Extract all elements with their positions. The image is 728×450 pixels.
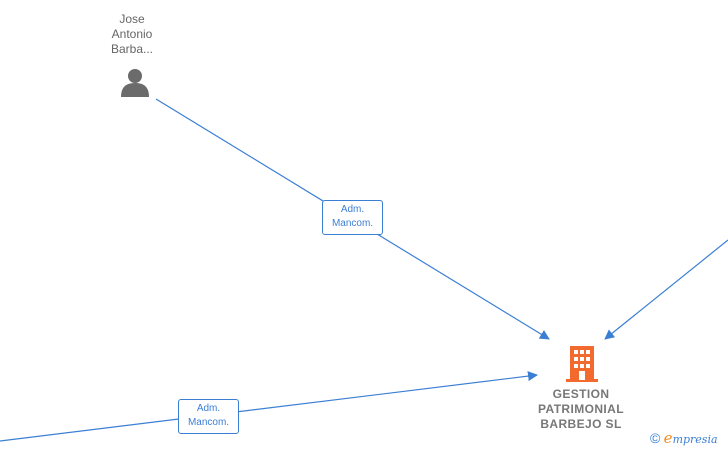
- copyright-symbol: ©: [650, 430, 661, 446]
- edge-line-right-to-company: [604, 239, 728, 340]
- person-icon[interactable]: [119, 67, 151, 97]
- person-name-line-1: Jose: [119, 12, 145, 26]
- edge-label-line-2: Mancom.: [187, 417, 230, 428]
- edge-label-line-2: Mancom.: [331, 218, 374, 229]
- edge-label-person-to-company[interactable]: Adm. Mancom.: [322, 200, 383, 235]
- edge-label-left-to-company[interactable]: Adm. Mancom.: [178, 399, 239, 434]
- company-name-line-2: PATRIMONIAL: [538, 402, 624, 416]
- empresia-logo-text: mpresia: [672, 433, 718, 446]
- company-node-label[interactable]: GESTION PATRIMONIAL BARBEJO SL: [525, 387, 637, 432]
- person-node-label[interactable]: Jose Antonio Barba...: [95, 12, 169, 57]
- edge-label-line-1: Adm.: [196, 403, 221, 414]
- building-icon[interactable]: [566, 346, 598, 382]
- person-name-line-3: Barba...: [110, 42, 154, 56]
- empresia-logo-initial: e: [663, 429, 673, 447]
- edge-line-left-to-company: [0, 371, 538, 442]
- company-name-line-3: BARBEJO SL: [540, 417, 622, 431]
- copyright-footer: © empresia: [650, 430, 718, 448]
- edge-label-line-1: Adm.: [340, 204, 365, 215]
- company-name-line-1: GESTION: [552, 387, 610, 401]
- person-name-line-2: Antonio: [111, 27, 153, 41]
